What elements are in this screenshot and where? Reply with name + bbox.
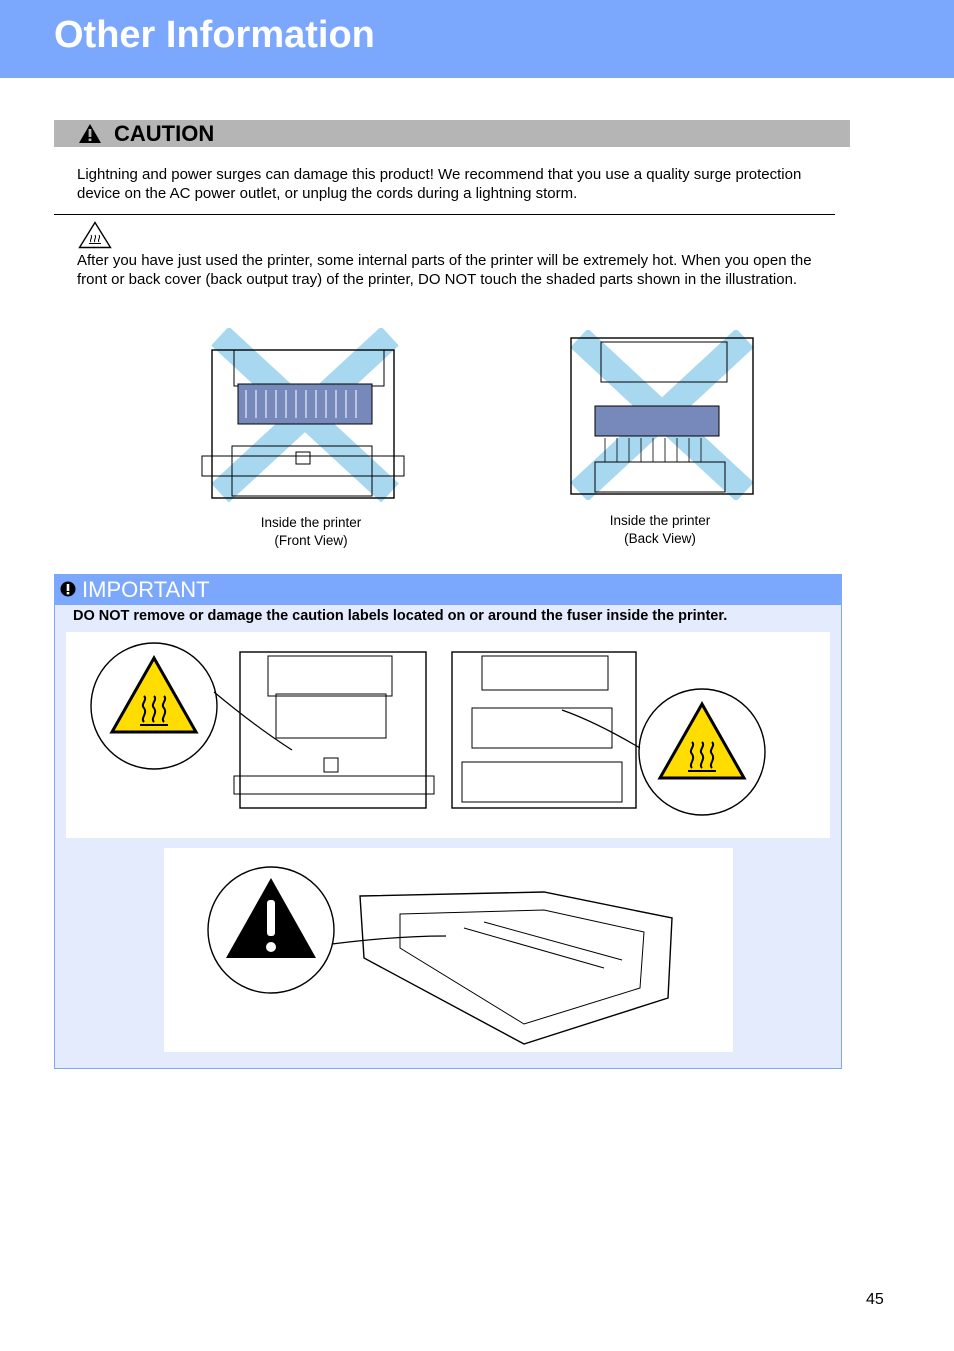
page-header: Other Information <box>0 0 954 78</box>
front-view-caption: Inside the printer (Front View) <box>260 515 362 548</box>
printer-back-view-illustration <box>570 330 754 500</box>
hot-surface-icon <box>78 221 112 249</box>
page-number: 45 <box>866 1291 884 1308</box>
caution-text: Lightning and power surges can damage th… <box>77 166 802 202</box>
paper-tray-illustration <box>207 866 673 1045</box>
important-label: IMPORTANT <box>82 577 210 602</box>
important-box: IMPORTANT DO NOT remove or damage the ca… <box>54 574 842 1069</box>
printer-front-view-illustration <box>201 328 405 503</box>
back-view-caption: Inside the printer (Back View) <box>609 513 711 546</box>
warning-triangle-icon <box>79 124 101 143</box>
important-text: DO NOT remove or damage the caution labe… <box>73 608 728 624</box>
caution-label: CAUTION <box>114 121 215 146</box>
fuser-labels-panel <box>66 632 830 838</box>
divider <box>54 214 835 215</box>
hot-warning-text: After you have just used the printer, so… <box>77 252 812 288</box>
caution-bar: CAUTION <box>54 120 850 147</box>
page-title: Other Information <box>54 14 375 56</box>
paper-tray-panel <box>164 848 733 1052</box>
fuser-labels-illustration <box>90 642 766 816</box>
important-bar: IMPORTANT <box>55 575 841 605</box>
exclamation-circle-icon <box>60 581 76 597</box>
